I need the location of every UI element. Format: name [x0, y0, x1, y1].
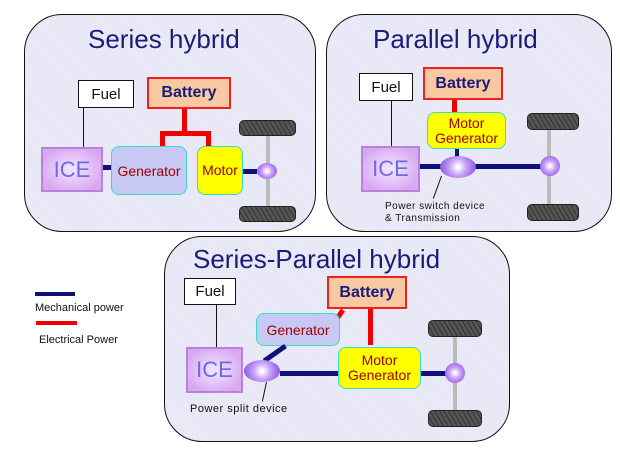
- parallel-fuel-box: Fuel: [359, 73, 413, 101]
- parallel-differential: [540, 156, 560, 176]
- parallel-mg-label-1: Motor: [448, 114, 485, 131]
- series-differential: [257, 163, 277, 179]
- parallel-rear-tire: [527, 204, 579, 221]
- series-battery-branch: [160, 131, 211, 136]
- series-ice-gen-shaft: [103, 165, 111, 170]
- sp-mg-wheel-shaft: [421, 371, 446, 376]
- sp-battery-mg-line: [368, 309, 373, 345]
- series-battery-box: Battery: [147, 77, 231, 109]
- series-parallel-hybrid-title: Series-Parallel hybrid: [193, 244, 441, 274]
- sp-mg-label-2: Generator: [347, 367, 412, 383]
- sp-fuel-box: Fuel: [184, 278, 236, 305]
- series-fuel-box: Fuel: [78, 80, 134, 108]
- series-rear-tire: [239, 206, 296, 222]
- parallel-hybrid-title: Parallel hybrid: [373, 24, 538, 54]
- sp-fuel-line: [216, 304, 217, 348]
- sp-split-label: Power split device: [190, 403, 288, 415]
- parallel-mg-shaft: [455, 149, 459, 157]
- parallel-ice-box: ICE: [361, 146, 420, 192]
- sp-motor-generator-box: Motor Generator: [338, 347, 421, 389]
- sp-mg-label-1: Motor: [361, 352, 398, 368]
- sp-rear-tire: [428, 410, 482, 427]
- parallel-motor-generator-box: Motor Generator: [427, 112, 506, 149]
- legend-electrical-label: Electrical Power: [39, 334, 118, 346]
- parallel-fuel-line: [391, 100, 392, 148]
- sp-generator-box: Generator: [256, 313, 340, 346]
- sp-front-tire: [428, 320, 482, 337]
- sp-battery-box: Battery: [327, 276, 407, 309]
- series-generator-elec-line: [160, 131, 165, 147]
- legend-electrical-swatch: [36, 321, 77, 325]
- parallel-power-switch: [440, 156, 476, 178]
- series-generator-box: Generator: [111, 146, 187, 195]
- legend-mechanical-swatch: [35, 292, 75, 296]
- sp-ice-box: ICE: [186, 347, 243, 393]
- parallel-battery-box: Battery: [423, 67, 503, 100]
- series-battery-line: [182, 109, 187, 132]
- fuel-line: [83, 108, 84, 148]
- series-front-tire: [239, 120, 296, 136]
- series-ice-box: ICE: [41, 147, 103, 192]
- parallel-switch-label: Power switch device & Transmission: [385, 201, 486, 224]
- sp-power-split-device: [244, 360, 280, 382]
- series-motor-box: Motor: [197, 146, 243, 195]
- series-hybrid-title: Series hybrid: [88, 24, 240, 54]
- parallel-main-shaft: [420, 164, 550, 169]
- parallel-battery-line: [452, 100, 457, 112]
- series-motor-elec-line: [206, 131, 211, 147]
- series-motor-shaft: [243, 169, 257, 174]
- parallel-front-tire: [527, 113, 579, 130]
- sp-main-shaft: [280, 371, 340, 376]
- parallel-mg-label-2: Generator: [434, 129, 499, 146]
- sp-differential: [445, 363, 465, 383]
- legend-mechanical-label: Mechanical power: [35, 302, 124, 314]
